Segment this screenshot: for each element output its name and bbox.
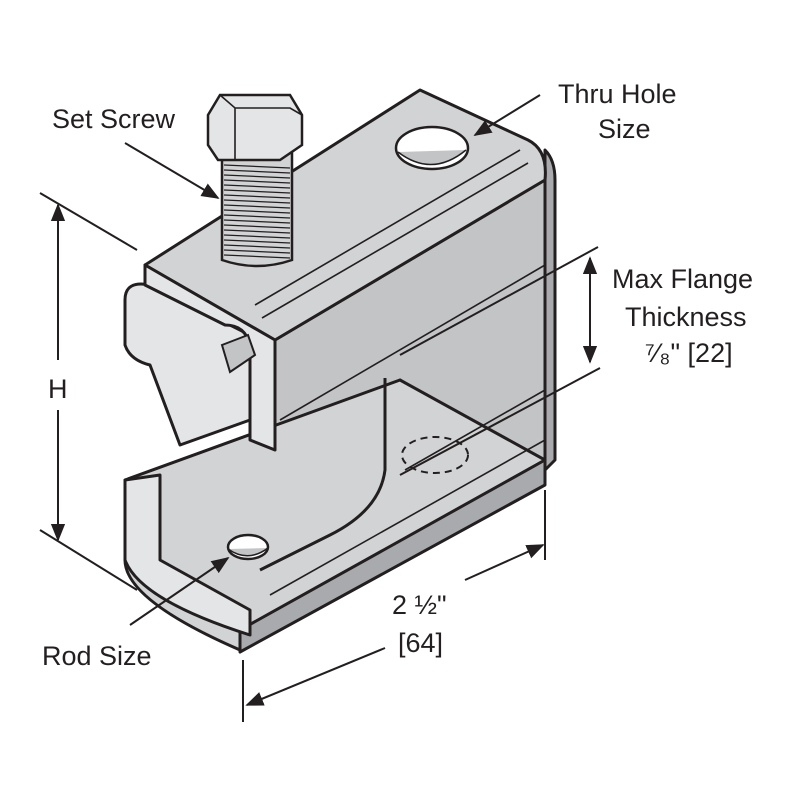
- screw-thread-line: [223, 219, 291, 224]
- width-arrow-right: [464, 544, 545, 581]
- screw-thread-line: [223, 169, 291, 174]
- thru-hole-label-line2: Size: [598, 114, 651, 144]
- screw-thread-line: [223, 164, 291, 169]
- height-label: H: [48, 374, 68, 404]
- thru-hole-label-line1: Thru Hole: [558, 79, 677, 109]
- set-screw-label: Set Screw: [52, 104, 176, 134]
- top-plate-line: [254, 149, 521, 306]
- screw-thread-line: [223, 214, 291, 219]
- screw-thread-line: [223, 194, 291, 199]
- clamp-upper-channel: [123, 282, 252, 447]
- screw-threads: [223, 164, 291, 259]
- dimension-lines: [39, 94, 601, 722]
- clamp-side-face: [543, 148, 557, 472]
- thru-hole: [394, 125, 470, 171]
- width-arrow-left: [245, 647, 386, 706]
- rear-slot-edge: [259, 378, 387, 572]
- clamp-lower-channel: [123, 473, 252, 637]
- screw-thread-line: [223, 199, 291, 204]
- screw-thread-line: [223, 244, 291, 249]
- width-label-metric: [64]: [398, 628, 443, 658]
- rod-size-label: Rod Size: [42, 641, 152, 671]
- screw-thread-line: [223, 254, 291, 259]
- screw-thread-line: [223, 184, 291, 189]
- screw-thread-line: [223, 234, 291, 239]
- top-plate-line: [261, 162, 529, 319]
- thru-hole-leader: [473, 94, 541, 136]
- screw-thread-line: [223, 224, 291, 229]
- screw-thread-line: [223, 209, 291, 214]
- screw-thread-line: [223, 189, 291, 194]
- screw-thread-line: [223, 249, 291, 254]
- max-flange-label-line2: Thickness: [625, 302, 747, 332]
- set-screw: [206, 93, 304, 374]
- screw-thread-line: [223, 179, 291, 184]
- back-face-line: [404, 389, 546, 471]
- width-label-imperial: 2 ½": [392, 590, 447, 620]
- set-screw-leader: [124, 142, 220, 199]
- max-flange-label-line3: ⁷⁄₈" [22]: [645, 338, 733, 368]
- clamp-base-front: [238, 458, 547, 654]
- flange-extension-bottom: [399, 367, 601, 476]
- screw-thread-line: [223, 239, 291, 244]
- screw-thread-line: [223, 174, 291, 179]
- screw-thread-line: [223, 229, 291, 234]
- rod-size-leader: [129, 556, 230, 626]
- hidden-hole-outline: [401, 436, 469, 474]
- back-face-line: [279, 264, 546, 421]
- screw-thread-line: [223, 204, 291, 209]
- rod-hole: [226, 533, 270, 561]
- screw-tip: [220, 333, 257, 374]
- flange-extension-top: [399, 246, 599, 356]
- base-line: [269, 439, 546, 596]
- height-extension-top: [39, 192, 138, 251]
- screw-head: [206, 93, 304, 162]
- clamp-front-face: [143, 263, 277, 452]
- max-flange-label-line1: Max Flange: [612, 264, 753, 294]
- height-extension-bottom: [39, 529, 138, 591]
- surface-lines: [254, 149, 546, 596]
